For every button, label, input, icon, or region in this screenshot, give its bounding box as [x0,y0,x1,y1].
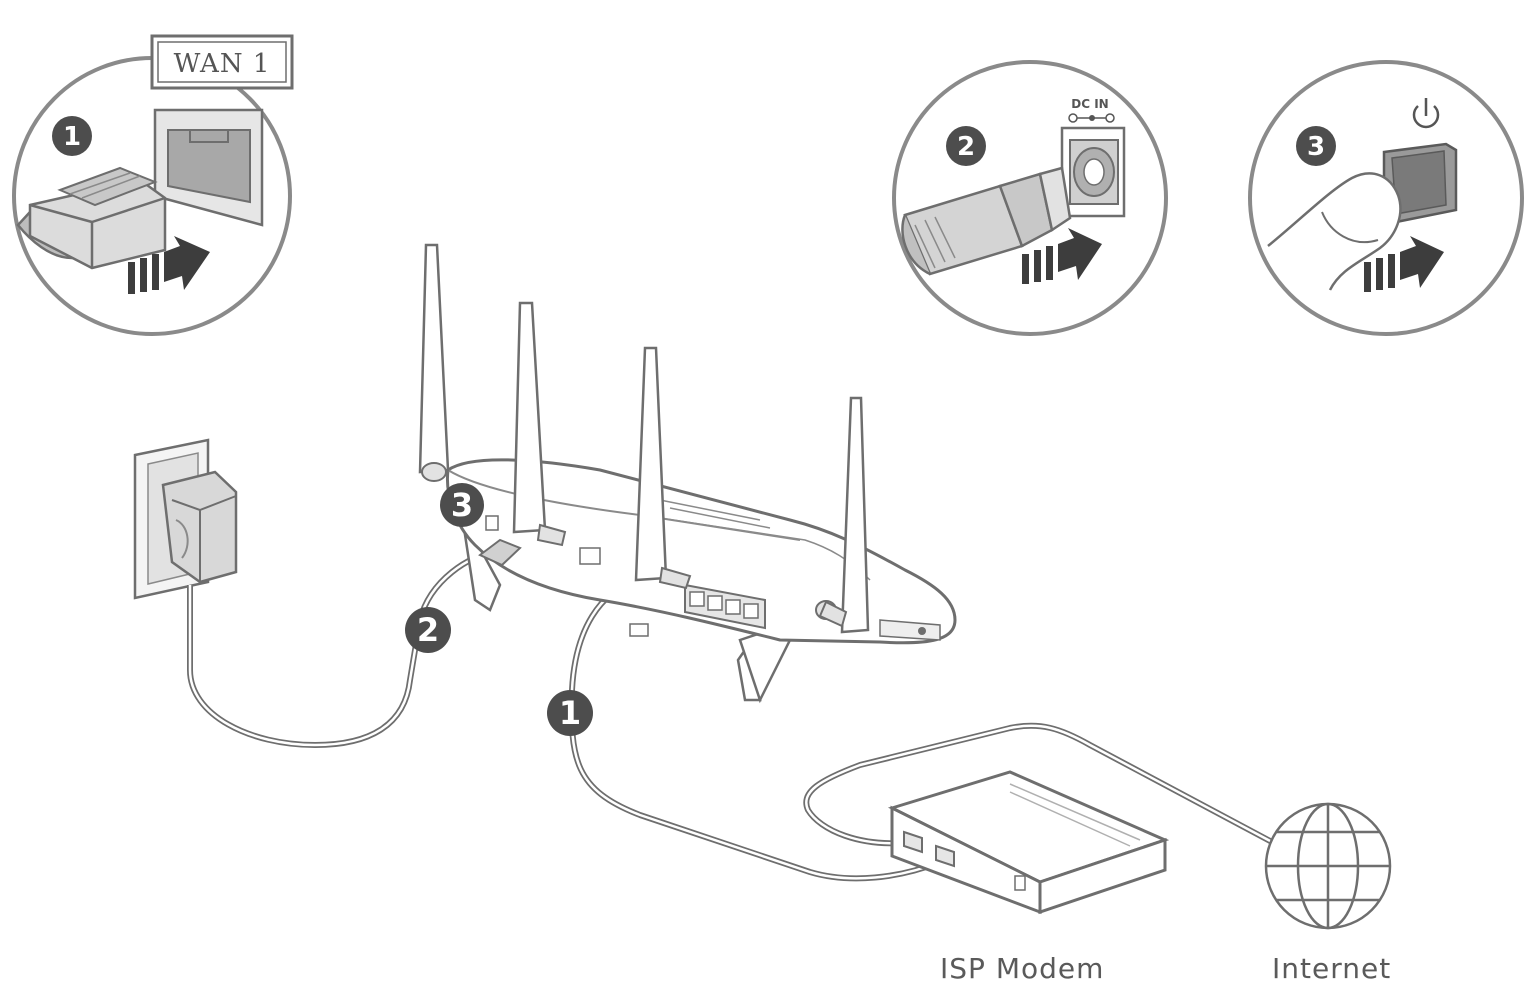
callout-3-number: 3 [1307,132,1325,162]
finger-icon [1267,172,1402,291]
power-adapter-icon [161,470,238,584]
ethernet-plug-icon [16,166,167,270]
antenna-2 [512,301,567,547]
cable-1-badge [547,690,593,736]
router-step-3-number: 3 [451,486,473,524]
cable-2-badge [405,607,451,653]
power-button-icon [1382,142,1458,224]
antenna-3 [634,346,692,590]
power-cable [187,549,496,749]
push-arrow-icon [128,236,210,294]
isp-modem-label: ISP Modem [940,952,1105,985]
isp-modem [887,770,1170,915]
callout-1-number: 1 [63,122,81,152]
callout-dc-in: DC IN 2 [892,60,1168,336]
cable-1-number: 1 [559,694,581,732]
cable-2-number: 2 [417,611,439,649]
ethernet-cable-wan [568,577,942,882]
polarity-symbol [1068,113,1115,123]
callout-power-button: 3 [1248,60,1524,336]
push-arrow-icon [1364,236,1444,292]
lan-ports [684,583,766,630]
dc-in-label: DC IN [1071,97,1108,111]
internet-label: Internet [1272,952,1392,985]
wan-label: WAN 1 [174,49,271,79]
callout-wan-port: WAN 1 1 [12,34,294,336]
push-arrow-icon [1022,228,1102,284]
callout-2-number: 2 [957,132,975,162]
dc-jack-icon [1060,126,1126,218]
ethernet-cable-internet [803,722,1274,847]
router: 3 [418,243,957,704]
antenna-4 [815,396,870,634]
wan-label-box: WAN 1 [150,34,294,90]
antenna-1 [418,243,450,482]
power-plug-icon [901,166,1072,276]
globe-icon [1264,802,1392,930]
ethernet-port-icon [153,108,264,227]
power-symbol-icon [1412,98,1440,129]
